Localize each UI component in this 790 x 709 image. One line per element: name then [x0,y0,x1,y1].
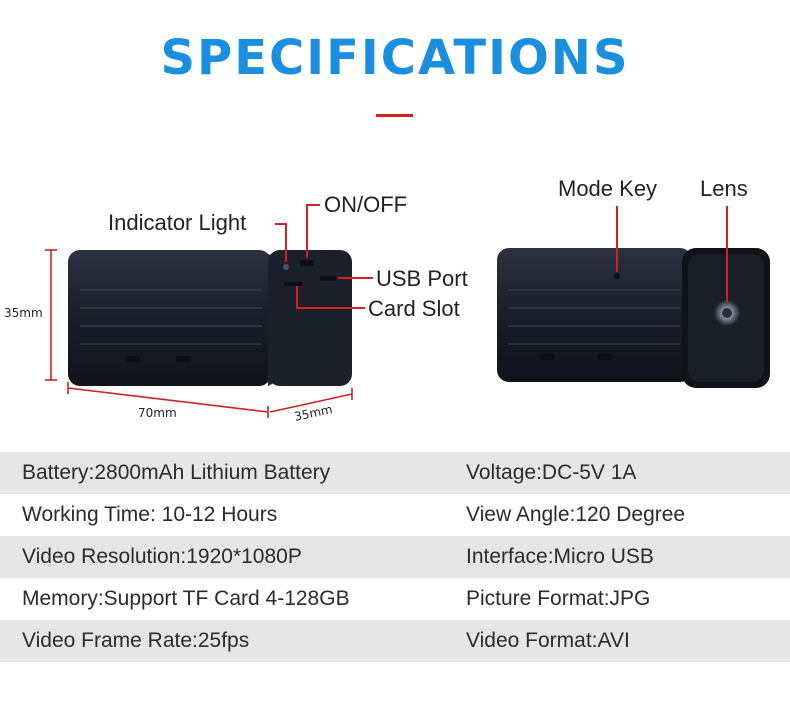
camera-front-view [497,248,770,388]
callout-on-off: ON/OFF [324,192,408,217]
callout-leaders [275,204,728,309]
dimension-height-label: 35mm [4,306,43,320]
title-underline [376,114,413,117]
callout-card-slot: Card Slot [368,296,460,321]
callout-mode-key: Mode Key [558,176,658,201]
page-title: SPECIFICATIONS [160,30,630,86]
spec-right-cell: View Angle:120 Degree [466,503,686,526]
product-illustration-area: Indicator Light ON/OFF USB Port Card Slo… [0,150,790,440]
spec-right-cell: Picture Format:JPG [466,587,651,610]
dimension-lines [45,249,353,418]
dimension-length-label: 70mm [138,406,177,420]
spec-right-cell: Voltage:DC-5V 1A [466,461,637,484]
spec-row: Working Time: 10-12 Hours View Angle:120… [0,494,790,536]
callout-lens: Lens [700,176,748,201]
spec-left-cell: Video Resolution:1920*1080P [22,545,302,568]
spec-row: Video Frame Rate:25fps Video Format:AVI [0,620,790,662]
spec-row: Battery:2800mAh Lithium Battery Voltage:… [0,452,790,494]
specifications-table: Battery:2800mAh Lithium Battery Voltage:… [0,452,790,662]
spec-left-cell: Battery:2800mAh Lithium Battery [22,461,331,484]
spec-left-cell: Working Time: 10-12 Hours [22,503,278,526]
spec-row: Video Resolution:1920*1080P Interface:Mi… [0,536,790,578]
callout-indicator-light: Indicator Light [108,210,247,235]
spec-row: Memory:Support TF Card 4-128GB Picture F… [0,578,790,620]
spec-right-cell: Video Format:AVI [466,629,630,652]
spec-left-cell: Memory:Support TF Card 4-128GB [22,587,350,610]
product-figure [45,204,770,418]
spec-left-cell: Video Frame Rate:25fps [22,629,250,652]
spec-right-cell: Interface:Micro USB [466,545,654,568]
camera-back-view [68,250,352,386]
callout-usb-port: USB Port [376,266,468,291]
